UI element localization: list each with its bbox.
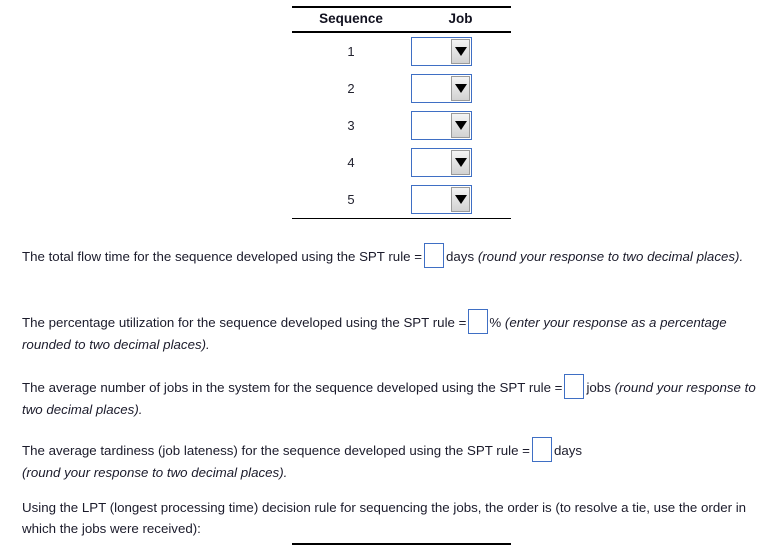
sequence-number-3: 3 xyxy=(347,118,355,133)
job-cell-5 xyxy=(410,181,511,219)
q4-unit-label: days xyxy=(553,443,583,458)
job-cell-3 xyxy=(410,107,511,144)
table-row: 4 xyxy=(292,144,511,181)
table-header: Sequence Job xyxy=(292,6,511,33)
table-row: 1 xyxy=(292,32,511,70)
next-table-top-rule xyxy=(292,543,511,545)
q1-unit-label: days xyxy=(446,249,475,264)
job-dropdown-1[interactable] xyxy=(411,37,472,66)
chevron-down-icon[interactable] xyxy=(451,39,470,64)
sequence-number-1: 1 xyxy=(347,44,355,59)
chevron-down-glyph xyxy=(454,84,467,93)
q3-prompt-text: The average number of jobs in the system… xyxy=(22,380,563,395)
question-average-jobs-in-system: The average number of jobs in the system… xyxy=(22,374,757,420)
table-row: 5 xyxy=(292,181,511,219)
job-dropdown-2[interactable] xyxy=(411,74,472,103)
q1-answer-input[interactable] xyxy=(424,243,445,268)
table-row: 3 xyxy=(292,107,511,144)
table-body: 1 2 xyxy=(292,32,511,219)
sequence-number-4: 4 xyxy=(347,155,355,170)
sequence-number-5: 5 xyxy=(292,181,410,219)
chevron-down-glyph xyxy=(454,195,467,204)
q4-prompt-text: The average tardiness (job lateness) for… xyxy=(22,443,530,458)
q2-prompt-text: The percentage utilization for the seque… xyxy=(22,315,467,330)
job-dropdown-5[interactable] xyxy=(411,185,472,214)
q3-unit-label: jobs xyxy=(586,380,611,395)
q4-note: (round your response to two decimal plac… xyxy=(22,465,288,480)
job-dropdown-4[interactable] xyxy=(411,148,472,177)
job-cell-4 xyxy=(410,144,511,181)
chevron-down-glyph xyxy=(454,121,467,130)
job-cell-2 xyxy=(410,70,511,107)
column-header-sequence: Sequence xyxy=(292,6,410,33)
question-percentage-utilization: The percentage utilization for the seque… xyxy=(22,309,757,355)
q3-answer-input[interactable] xyxy=(564,374,585,399)
q2-unit-label: % xyxy=(489,315,502,330)
job-dropdown-3[interactable] xyxy=(411,111,472,140)
chevron-down-glyph xyxy=(454,158,467,167)
q1-prompt-text: The total flow time for the sequence dev… xyxy=(22,249,423,264)
chevron-down-icon[interactable] xyxy=(451,76,470,101)
chevron-down-icon[interactable] xyxy=(451,187,470,212)
q1-note: (round your response to two decimal plac… xyxy=(477,249,744,264)
sequence-job-table: Sequence Job 1 2 xyxy=(292,6,511,219)
job-cell-1 xyxy=(410,32,511,70)
question-average-tardiness: The average tardiness (job lateness) for… xyxy=(22,437,757,483)
table-row: 2 xyxy=(292,70,511,107)
chevron-down-glyph xyxy=(454,47,467,56)
q5-prompt-text: Using the LPT (longest processing time) … xyxy=(22,500,747,536)
q2-note: (enter your response as a percentage rou… xyxy=(22,315,727,352)
question-total-flow-time: The total flow time for the sequence dev… xyxy=(22,243,757,268)
q3-note: (round your response to two decimal plac… xyxy=(22,380,756,417)
q4-answer-input[interactable] xyxy=(531,437,552,462)
q2-answer-input[interactable] xyxy=(468,309,489,334)
sequence-job-table-wrapper: Sequence Job 1 2 xyxy=(292,6,511,219)
table-header-row: Sequence Job xyxy=(292,6,511,33)
chevron-down-icon[interactable] xyxy=(451,150,470,175)
question-lpt-ordering: Using the LPT (longest processing time) … xyxy=(22,497,757,539)
chevron-down-icon[interactable] xyxy=(451,113,470,138)
column-header-job: Job xyxy=(410,6,511,33)
sequence-number-2: 2 xyxy=(347,81,355,96)
